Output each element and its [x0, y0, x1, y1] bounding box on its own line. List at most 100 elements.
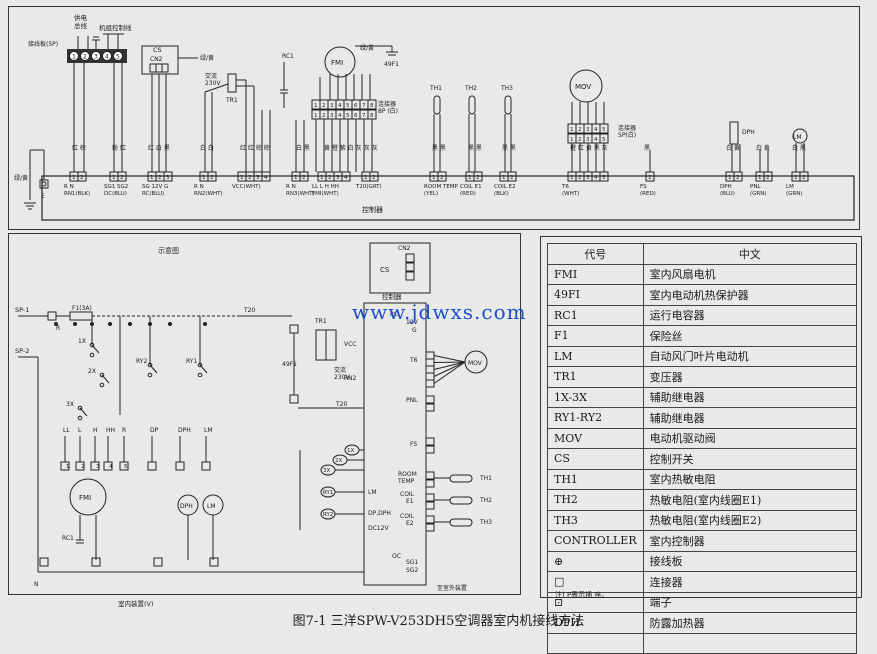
wire-color-label: 黑 黑 [432, 145, 446, 152]
pin-number: 2 [766, 175, 770, 181]
pin-number: 1 [570, 137, 574, 143]
watermark: www.jdwxs.com [352, 300, 527, 324]
wire-color-label: 白 黑 [296, 144, 310, 152]
ground-icon [24, 202, 36, 210]
connector-pin [425, 358, 435, 367]
table-cell-code: FMI [547, 263, 644, 285]
terminal-screw [102, 51, 112, 61]
connector-pin [425, 365, 435, 374]
pin-number: 1 [432, 175, 436, 181]
table-cell-code: CS [547, 448, 644, 470]
cn2-schem-label: CN2 [398, 245, 411, 252]
pin-number: 2 [578, 127, 582, 133]
dc12v-label: DC12V [368, 525, 389, 532]
wire-color-label: 白 白 [200, 144, 214, 152]
table-cell-name: 热敏电阻(室内线圈E2) [642, 509, 858, 531]
pin-number: 5 [602, 137, 606, 143]
pin-number: 7 [362, 113, 366, 119]
connector-pin [473, 171, 483, 182]
table-cell-name: 室内控制器 [642, 530, 858, 552]
wire-color-label: 白 黑 [792, 144, 806, 152]
connector-label: ROOM TEMP(YEL) [424, 184, 459, 197]
connector-pin [763, 171, 773, 182]
relay-contact [77, 405, 83, 411]
table-cell-name: 控制开关 [642, 448, 858, 470]
wire-color-label: 黑 [644, 145, 650, 152]
wire-color-label: 红 白 黑 [148, 144, 170, 152]
thermistor-icon [468, 95, 476, 115]
terminal [147, 461, 157, 471]
terminal-label-r_label: R [122, 427, 126, 434]
pin-number: 6 [354, 113, 358, 119]
connector-pin [425, 501, 435, 510]
terminal-label-ll: LL [63, 427, 70, 434]
table-header-code: 代号 [547, 243, 644, 265]
th3-label-top: TH3 [500, 85, 513, 92]
table-row: □连接器 [547, 571, 858, 593]
f1-label: F1(3A) [72, 305, 92, 312]
table-cell-name: 热敏电阻(室内线圈E1) [642, 489, 858, 511]
pin-number: 1 [150, 175, 154, 181]
pin-number: 2 [302, 175, 306, 181]
table-cell-code: RY1-RY2 [547, 407, 644, 429]
table-cell-name: 变压器 [642, 366, 858, 388]
fs-label: FS [410, 441, 417, 448]
terminal-label-lm2: LM [204, 427, 213, 434]
connector-pin [425, 372, 435, 381]
fuse [69, 311, 93, 321]
pin-number: 8 [370, 113, 374, 119]
pnl-label: PNL [406, 397, 418, 404]
relay-contact [77, 415, 83, 421]
vcc-label: VCC [344, 341, 356, 348]
connector-pin [369, 171, 379, 182]
wire-color-label: 黑 黑 [468, 145, 482, 152]
rc1-label: RC1 [282, 53, 294, 60]
pin-number: 2 [81, 464, 85, 470]
tr1-label: TR1 [225, 97, 238, 104]
connector-pin [207, 171, 217, 182]
table-cell-name: 保险丝 [642, 325, 858, 347]
connector-pin [599, 171, 609, 182]
dph-label-top: DPH [742, 129, 755, 136]
table-cell-name: 电动机驱动阀 [642, 427, 858, 449]
coil-label-relay_1x: 1X [347, 448, 354, 454]
cs-label: CS [153, 46, 162, 54]
rc-label: RC [390, 311, 398, 318]
gy-label-fmi: 绿/黄 [360, 44, 374, 52]
pin-number: 6 [354, 103, 358, 109]
relay-label-ry1: RY1 [186, 358, 197, 365]
pin-number: 1 [314, 113, 318, 119]
connector-pin [507, 171, 517, 182]
table-row: ⊕接线板 [547, 550, 858, 572]
pin-number: 5 [346, 113, 350, 119]
table-cell-name: 辅助继电器 [642, 386, 858, 408]
pin-number: 4 [109, 464, 113, 470]
mov-motor-top [569, 69, 603, 103]
relay-label-x3: 3X [66, 401, 74, 408]
pin-number: 3 [336, 175, 340, 181]
dph-label: DPH [180, 503, 193, 510]
gy-label-left: 绿/黄 [14, 174, 28, 182]
relay-contact [99, 382, 105, 388]
table-cell-code: ⊕ [547, 550, 644, 572]
table-cell-name: 连接器 [642, 571, 858, 593]
connector-pin [425, 379, 435, 388]
connector-label: COIL E1(RED) [460, 184, 482, 197]
terminal-number: 4 [105, 54, 109, 61]
t6-label: T6 [409, 357, 418, 364]
pin-number: 4 [594, 175, 598, 181]
terminal-label-l: L [78, 427, 82, 434]
table-cell-name: 室内电动机热保护器 [642, 284, 858, 306]
table-cell-code: TH1 [547, 468, 644, 490]
connector-pin [163, 171, 173, 182]
wire-color-label: 橙 红 黄 黑 灰 [570, 144, 608, 152]
e-terminal [39, 179, 49, 189]
relay-label-x1: 1X [78, 338, 86, 345]
